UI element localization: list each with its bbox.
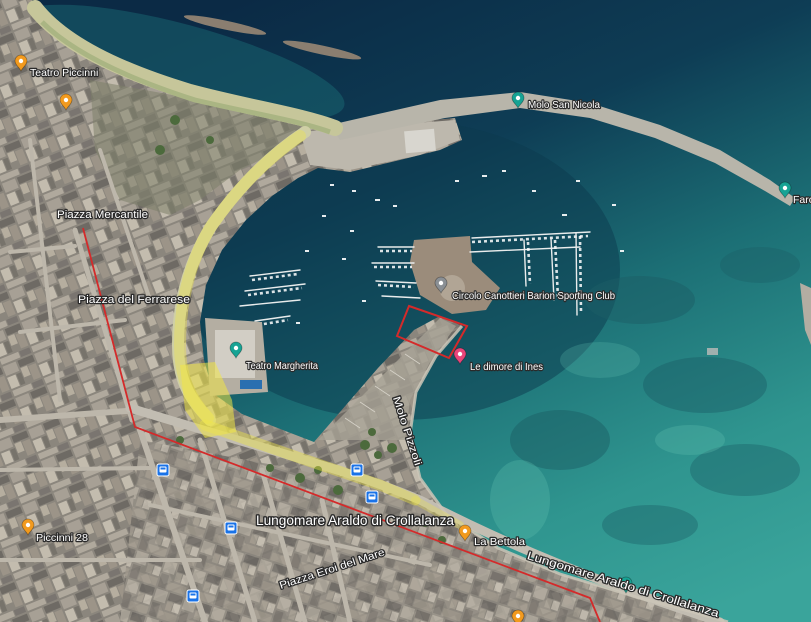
land-area-south xyxy=(120,440,728,622)
marina-platform xyxy=(410,236,500,314)
trees xyxy=(155,115,446,544)
shallow-water-nw xyxy=(15,4,345,120)
orange-pin-icon[interactable] xyxy=(458,524,472,543)
offshore-breakwater-rocks xyxy=(183,15,362,60)
pink-pin-icon[interactable] xyxy=(453,347,467,366)
coast-seawall xyxy=(408,325,729,622)
pier-surface xyxy=(318,318,456,440)
orange-pin-icon[interactable] xyxy=(14,54,28,73)
jetty-east xyxy=(800,283,811,345)
buoy-platform xyxy=(707,348,718,355)
orange-pin-icon[interactable] xyxy=(511,609,525,622)
pier-parking-lines xyxy=(344,353,421,429)
label-lungomare-main: Lungomare Araldo di Crollalanza xyxy=(256,513,454,528)
label-faro: Faro xyxy=(793,194,811,206)
teal-pin-icon[interactable] xyxy=(778,181,792,200)
city-streets xyxy=(0,138,432,622)
teal-pin-icon[interactable] xyxy=(229,341,243,360)
bus-stop-icon[interactable] xyxy=(156,463,170,477)
label-piccinni-28: Piccinni 28 xyxy=(36,532,88,544)
label-molo-san-nicola: Molo San Nicola xyxy=(528,99,600,111)
lungomare-road xyxy=(125,403,725,622)
breakwater-molo-san-nicola xyxy=(330,92,795,206)
marina-piers xyxy=(239,231,591,327)
quay-building xyxy=(404,128,436,154)
inner-harbor-water xyxy=(180,120,620,420)
route-line[interactable] xyxy=(82,227,601,622)
reef-patches xyxy=(490,247,800,545)
label-teatro-piccinni: Teatro Piccinni xyxy=(30,67,98,79)
teal-pin-icon[interactable] xyxy=(619,576,633,595)
bus-stop-icon[interactable] xyxy=(224,521,238,535)
orange-pin-icon[interactable] xyxy=(59,93,73,112)
teatro-margherita-roof xyxy=(240,380,262,389)
label-le-dimore-di-ines: Le dimore di Ines xyxy=(470,361,543,373)
orange-pin-icon[interactable] xyxy=(21,518,35,537)
label-circolo-canottieri: Circolo Canottieri Barion Sporting Club xyxy=(452,290,615,302)
teal-pin-icon[interactable] xyxy=(511,91,525,110)
bus-stop-icon[interactable] xyxy=(186,589,200,603)
road-highlight xyxy=(173,130,464,529)
bus-stop-icon[interactable] xyxy=(350,463,364,477)
label-la-bettola: La Bettola xyxy=(474,536,525,548)
selection-box[interactable] xyxy=(395,304,469,360)
bus-stop-icon[interactable] xyxy=(365,490,379,504)
grey-pin-icon[interactable] xyxy=(434,276,448,295)
seafront-promenade xyxy=(27,0,343,136)
label-piazza-del-ferrarese: Piazza del Ferrarese xyxy=(78,294,190,306)
label-piazza-mercantile: Piazza Mercantile xyxy=(57,209,148,221)
label-teatro-margherita: Teatro Margherita xyxy=(246,360,318,372)
seafront-promenade-lawn xyxy=(40,20,331,135)
moored-boats xyxy=(296,170,624,324)
